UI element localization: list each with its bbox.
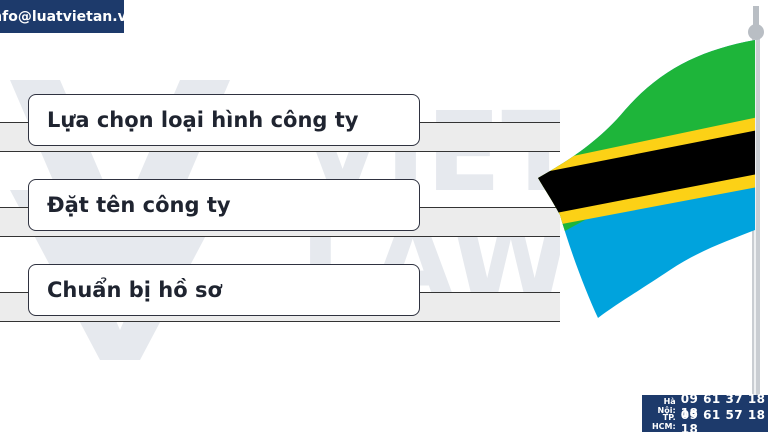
step-1: Lựa chọn loại hình công ty [0, 94, 560, 156]
step-3: Chuẩn bị hồ sơ [0, 264, 560, 326]
city-label: TP. HCM: [651, 412, 676, 431]
step-card: Chuẩn bị hồ sơ [28, 264, 420, 316]
step-label: Chuẩn bị hồ sơ [47, 278, 222, 302]
step-label: Lựa chọn loại hình công ty [47, 108, 359, 132]
city-label: Hà Nội: [657, 396, 676, 415]
contact-row-hanoi: Hà Nội: 09 61 37 18 18 [648, 392, 768, 420]
contact-box: Hà Nội: 09 61 37 18 18 TP. HCM: 09 61 57… [642, 392, 768, 436]
step-2: Đặt tên công ty [0, 179, 560, 241]
email-text: info@luatvietan.vn [0, 8, 137, 25]
step-card: Đặt tên công ty [28, 179, 420, 231]
step-label: Đặt tên công ty [47, 193, 231, 217]
email-badge[interactable]: info@luatvietan.vn [0, 0, 137, 33]
contact-row-hcm: TP. HCM: 09 61 57 18 18 [648, 408, 768, 436]
tanzania-flag-image [538, 6, 764, 400]
flag-cloth [538, 40, 755, 318]
step-card: Lựa chọn loại hình công ty [28, 94, 420, 146]
phone-number[interactable]: 09 61 57 18 18 [680, 407, 766, 436]
pole-finial [748, 24, 764, 40]
phone-number[interactable]: 09 61 37 18 18 [680, 391, 766, 420]
